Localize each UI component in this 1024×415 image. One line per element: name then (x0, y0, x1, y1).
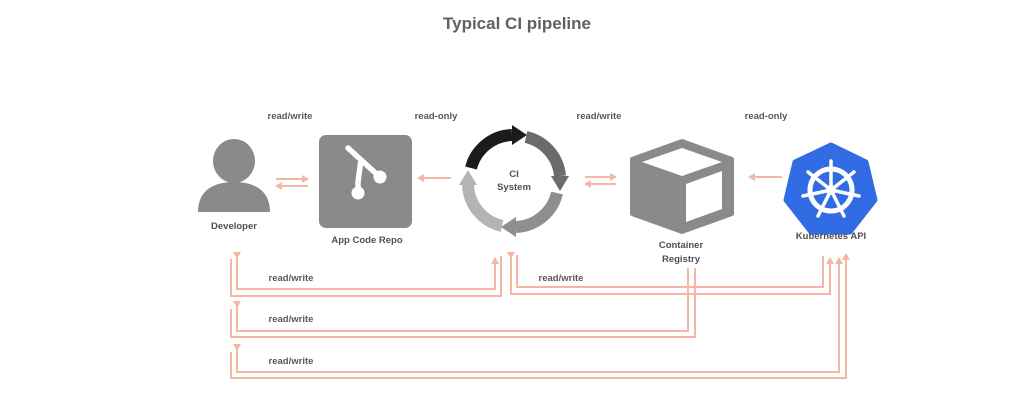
link-label-developer-repo: read/write (268, 111, 313, 122)
link-label-developer-registry: read/write (269, 314, 314, 325)
link-label-ci-k8s: read/write (539, 273, 584, 284)
link-label-ci-registry: read/write (577, 111, 622, 122)
arrow-developer-repo (275, 175, 309, 190)
ci-label-line1: CI (509, 169, 519, 180)
developer-icon (198, 139, 270, 212)
link-label-developer-k8s: read/write (269, 356, 314, 367)
k8s-label: Kubernetes API (796, 231, 866, 242)
repo-label: App Code Repo (331, 235, 402, 246)
container-box-icon (630, 139, 734, 234)
diagram-title: Typical CI pipeline (443, 14, 591, 33)
ci-label-line2: System (497, 182, 531, 193)
kubernetes-helm-icon (783, 142, 878, 235)
ci-cycle-icon (459, 125, 569, 237)
connector-developer-k8s (230, 253, 850, 379)
git-repo-icon (319, 135, 412, 228)
arrow-ci-registry (584, 173, 617, 188)
link-label-developer-ci: read/write (269, 273, 314, 284)
link-label-repo-ci: read-only (415, 111, 458, 122)
developer-label: Developer (211, 221, 257, 232)
link-label-registry-k8s: read-only (745, 111, 788, 122)
registry-label-line2: Registry (662, 254, 701, 265)
registry-label-line1: Container (659, 240, 704, 251)
